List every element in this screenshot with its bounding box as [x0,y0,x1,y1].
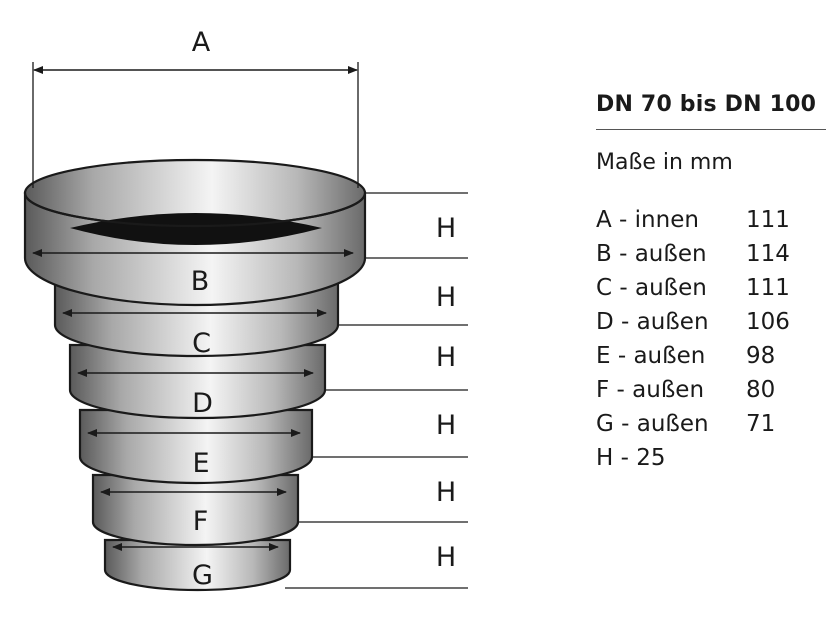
label-f: F [193,506,209,537]
legend-row: C - außen 111 [596,271,826,305]
legend-key: F - außen [596,377,705,403]
tier-g [103,538,292,592]
legend-unit: Maße in mm [596,150,733,175]
label-h: H [436,213,456,244]
legend-title: DN 70 bis DN 100 [596,92,826,130]
legend-value: 71 [746,411,776,437]
legend-value: 106 [746,309,790,335]
label-e: E [192,448,209,479]
legend-row: E - außen 98 [596,339,826,373]
legend-value: 114 [746,241,790,267]
legend-key: G - außen [596,411,709,437]
label-h: H [436,410,456,441]
label-a: A [192,27,211,58]
legend-row: H - 25 [596,441,826,475]
legend-value: 98 [746,343,776,369]
dimension-legend: DN 70 bis DN 100 Maße in mm A - innen 111… [596,92,826,475]
legend-value: 80 [746,377,776,403]
tier-d [68,343,327,420]
label-c: C [192,328,211,359]
legend-row: B - außen 114 [596,237,826,271]
legend-row: G - außen 71 [596,407,826,441]
legend-key: C - außen [596,275,707,301]
legend-row: F - außen 80 [596,373,826,407]
legend-value: 111 [746,275,790,301]
label-h: H [436,282,456,313]
label-d: D [192,388,213,419]
legend-key: H - 25 [596,445,666,471]
legend-key: A - innen [596,207,699,233]
legend-row: D - außen 106 [596,305,826,339]
label-h: H [436,477,456,508]
tier-e [78,408,314,485]
legend-row: A - innen 111 [596,203,826,237]
legend-key: B - außen [596,241,707,267]
label-h: H [436,342,456,373]
legend-key: D - außen [596,309,709,335]
legend-value: 111 [746,207,790,233]
label-b: B [191,266,210,297]
legend-rows: A - innen 111 B - außen 114 C - außen 111 D - … [596,203,826,475]
label-g: G [192,560,213,591]
label-h: H [436,542,456,573]
inner-opening [70,213,322,245]
legend-key: E - außen [596,343,706,369]
